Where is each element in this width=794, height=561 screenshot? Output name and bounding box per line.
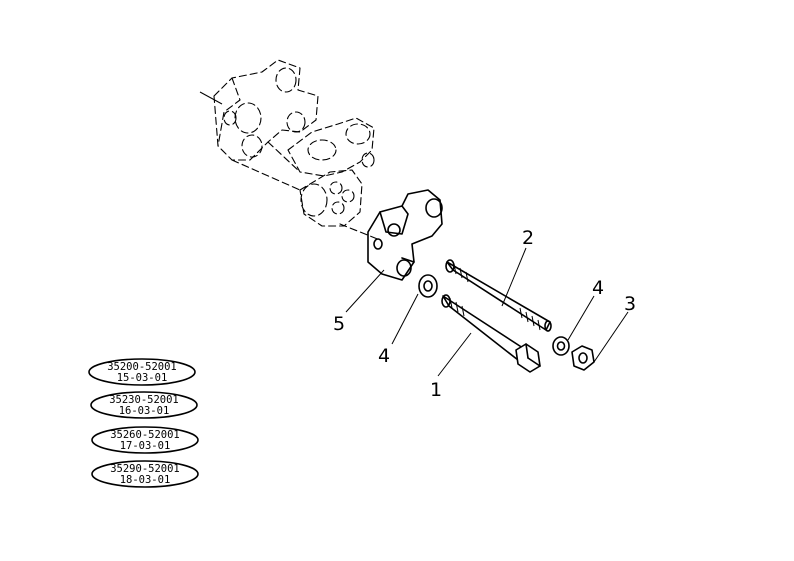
callout-1: 1 [430, 379, 442, 401]
leader-line-1 [437, 332, 472, 377]
reference-part-number: 35200-52001 [107, 361, 177, 373]
reference-oval-3: 35260-52001 17-03-01 [91, 426, 199, 454]
reference-date: 16-03-01 [119, 405, 170, 417]
reference-part-number: 35260-52001 [110, 429, 180, 441]
valve-bank-outline [199, 59, 381, 241]
reference-part-number: 35290-52001 [110, 463, 180, 475]
washer-part-4-right [552, 336, 570, 356]
end-block-part-5 [367, 189, 443, 281]
callout-2: 2 [522, 227, 534, 249]
hex-bolt-part-1 [441, 294, 541, 373]
reference-oval-2: 35230-52001 16-03-01 [90, 391, 198, 419]
callout-3: 3 [624, 293, 636, 315]
reference-oval-4: 35290-52001 18-03-01 [91, 460, 199, 488]
stud-bolt-part-2 [445, 259, 552, 332]
reference-date: 17-03-01 [120, 440, 171, 452]
callout-4-left: 4 [378, 345, 390, 367]
leader-line-4-left [391, 293, 419, 345]
callout-4-right: 4 [592, 277, 604, 299]
leader-line-4-right [567, 295, 595, 341]
reference-part-number: 35230-52001 [109, 394, 179, 406]
leader-line-2 [501, 247, 527, 307]
leader-lines [345, 247, 629, 377]
hex-nut-part-3 [571, 345, 595, 371]
reference-oval-1: 35200-52001 15-03-01 [88, 358, 196, 386]
reference-date: 15-03-01 [117, 372, 168, 384]
leader-line-3 [593, 311, 629, 363]
leader-line-5 [345, 269, 385, 313]
washer-part-4-left [418, 274, 438, 298]
reference-date: 18-03-01 [120, 474, 171, 486]
callout-5: 5 [333, 313, 345, 335]
